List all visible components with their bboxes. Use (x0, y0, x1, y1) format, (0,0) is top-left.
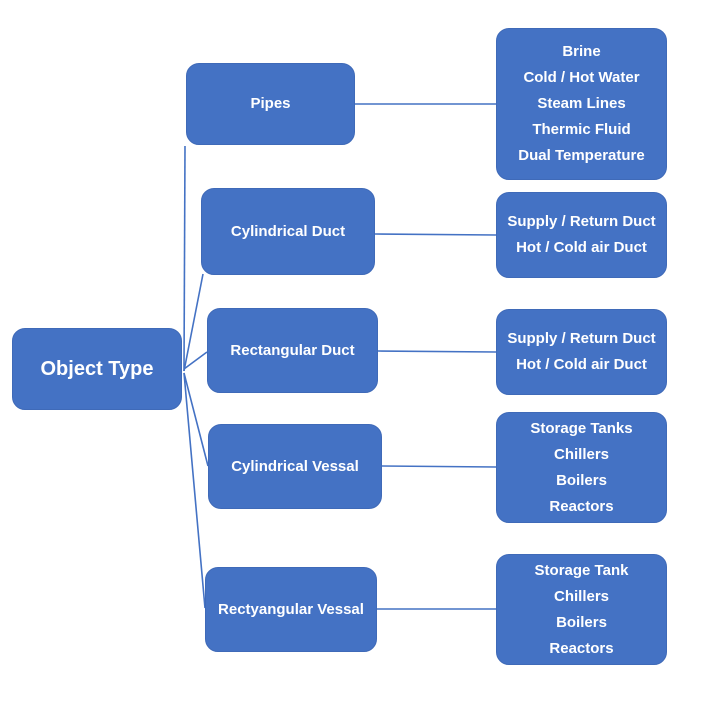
node-rectangular-duct-label: Rectangular Duct (230, 341, 355, 359)
node-cylindrical-vessal-label: Cylindrical Vessal (231, 457, 359, 475)
node-object-type: Object Type (12, 328, 182, 410)
connector-root-rectyangular-vessal (183, 372, 206, 609)
leaf-item: Storage Tanks (530, 419, 633, 437)
connector-root-cylindrical-vessal (183, 372, 209, 467)
leaf-item: Boilers (556, 471, 607, 489)
node-rectyangular-vessal-label: Rectyangular Vessal (218, 600, 364, 618)
leaf-item: Thermic Fluid (532, 121, 631, 138)
node-rectangular-duct: Rectangular Duct (207, 308, 378, 393)
node-rectangular-duct-items: Supply / Return Duct Hot / Cold air Duct (496, 309, 667, 395)
leaf-item: Reactors (549, 639, 614, 657)
connector-root-rectangular-duct (183, 351, 208, 370)
leaf-item: Dual Temperature (518, 147, 645, 164)
connector-root-pipes (183, 145, 186, 372)
node-cylindrical-vessal: Cylindrical Vessal (208, 424, 382, 509)
node-object-type-label: Object Type (40, 358, 154, 380)
leaf-item: Cold / Hot Water (523, 69, 640, 86)
node-cylindrical-vessal-items: Storage Tanks Chillers Boilers Reactors (496, 412, 667, 523)
leaf-item: Supply / Return Duct (507, 213, 656, 230)
connector-cylindrical-vessal-leaf (381, 465, 497, 468)
leaf-item: Storage Tank (534, 561, 629, 579)
connector-rectangular-duct-leaf (377, 350, 497, 353)
node-pipes: Pipes (186, 63, 355, 145)
leaf-item: Supply / Return Duct (507, 330, 656, 347)
leaf-item: Brine (562, 43, 601, 60)
leaf-item: Hot / Cold air Duct (516, 239, 647, 256)
leaf-item: Chillers (553, 587, 610, 605)
node-pipes-items: Brine Cold / Hot Water Steam Lines Therm… (496, 28, 667, 180)
node-pipes-label: Pipes (250, 95, 291, 112)
leaf-item: Boilers (556, 613, 607, 631)
leaf-item: Steam Lines (537, 95, 626, 112)
leaf-item: Chillers (553, 445, 610, 463)
node-rectyangular-vessal: Rectyangular Vessal (205, 567, 377, 652)
leaf-item: Reactors (549, 497, 614, 515)
node-cylindrical-duct: Cylindrical Duct (201, 188, 375, 275)
connector-cylindrical-duct-leaf (374, 233, 497, 236)
connector-root-cylindrical-duct (183, 273, 204, 372)
leaf-item: Hot / Cold air Duct (516, 356, 647, 373)
node-rectyangular-vessal-items: Storage Tank Chillers Boilers Reactors (496, 554, 667, 665)
node-cylindrical-duct-label: Cylindrical Duct (230, 222, 346, 240)
node-cylindrical-duct-items: Supply / Return Duct Hot / Cold air Duct (496, 192, 667, 278)
